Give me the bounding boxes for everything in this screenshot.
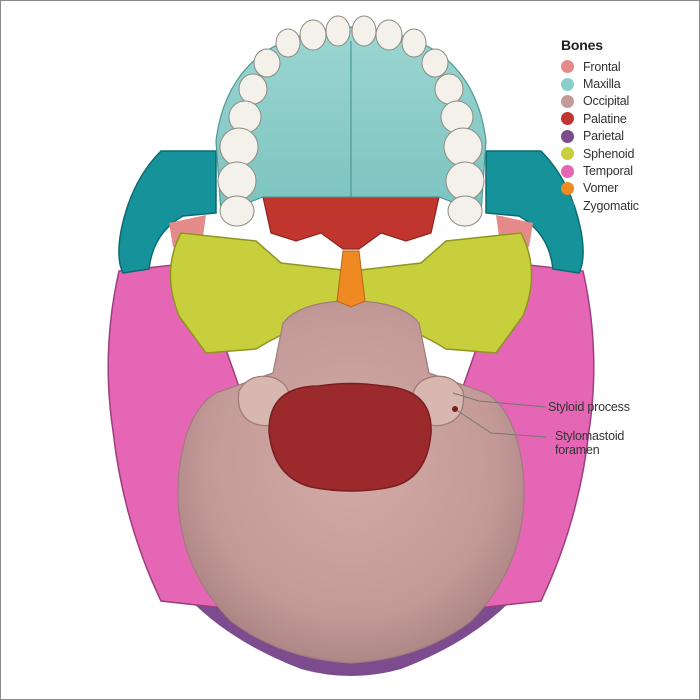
legend-swatch-maxilla xyxy=(561,77,574,91)
legend-swatch-zygomatic xyxy=(561,199,574,213)
legend-label: Maxilla xyxy=(583,77,621,92)
legend-label: Temporal xyxy=(583,164,633,179)
legend-swatch-sphenoid xyxy=(561,147,574,161)
foramen-magnum xyxy=(268,382,432,492)
legend-label: Occipital xyxy=(583,94,630,109)
legend-label: Zygomatic xyxy=(583,198,639,213)
legend-item-zygomatic: Zygomatic xyxy=(561,197,639,214)
legend-title: Bones xyxy=(561,37,603,53)
legend-swatch-vomer xyxy=(561,181,574,195)
legend-item-frontal: Frontal xyxy=(561,58,639,75)
legend-swatch-occipital xyxy=(561,94,574,108)
legend-label: Frontal xyxy=(583,59,621,74)
legend-swatch-temporal xyxy=(561,164,574,178)
legend-item-maxilla: Maxilla xyxy=(561,75,639,92)
legend-item-parietal: Parietal xyxy=(561,128,639,145)
upper-teeth xyxy=(217,15,485,227)
vomer-bone xyxy=(336,250,366,308)
styloid-process-pointer-line xyxy=(452,392,547,408)
stylomastoid-foramen-marker xyxy=(452,406,458,412)
stylomastoid-foramen-pointer-line xyxy=(454,408,547,438)
legend-item-palatine: Palatine xyxy=(561,110,639,127)
styloid-process-label: Styloid process xyxy=(548,400,630,414)
stylomastoid-label-line1: Stylomastoid xyxy=(555,429,625,443)
legend-item-vomer: Vomer xyxy=(561,180,639,197)
legend-swatch-frontal xyxy=(561,60,574,74)
stylomastoid-foramen-label: Stylomastoid foramen xyxy=(555,429,624,457)
stylomastoid-label-line2: foramen xyxy=(555,443,600,457)
legend-swatch-palatine xyxy=(561,112,574,126)
legend-label: Vomer xyxy=(583,181,619,196)
palatine-bone xyxy=(262,196,440,250)
legend-label: Sphenoid xyxy=(583,146,635,161)
legend-item-temporal: Temporal xyxy=(561,162,639,179)
legend-swatch-parietal xyxy=(561,129,574,143)
legend-item-sphenoid: Sphenoid xyxy=(561,145,639,162)
legend-label: Parietal xyxy=(583,129,624,144)
legend-label: Palatine xyxy=(583,111,627,126)
legend-item-occipital: Occipital xyxy=(561,93,639,110)
